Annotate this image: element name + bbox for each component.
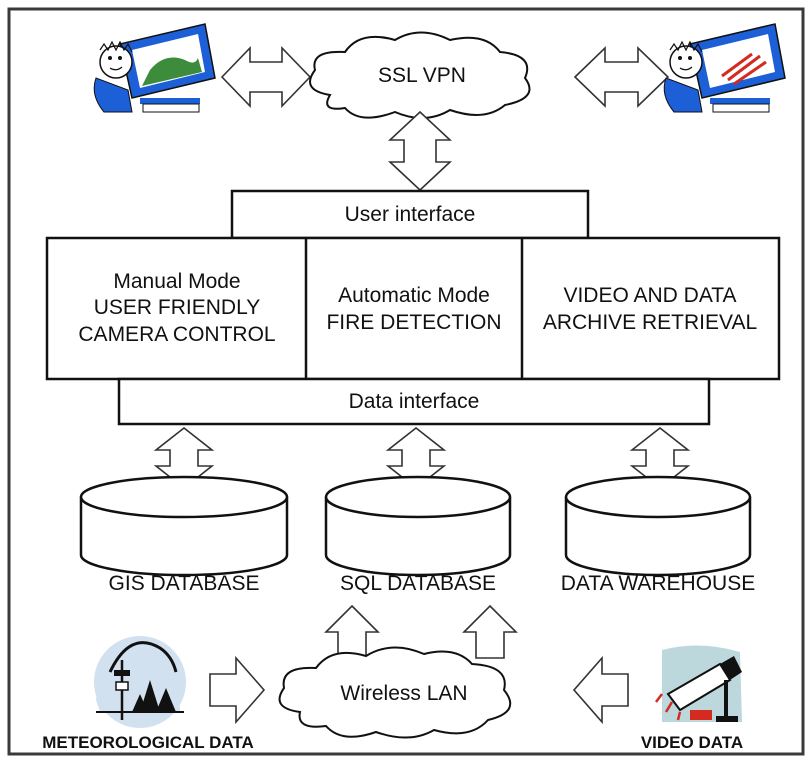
manual-mode-box: Manual Mode USER FRIENDLY CAMERA CONTROL (78, 270, 275, 346)
manual-mode-line-2: USER FRIENDLY (94, 296, 260, 319)
sql-database-cylinder (324, 475, 512, 577)
right-arrow-meteo-wireless (209, 655, 266, 725)
user-at-computer-icon (93, 23, 216, 113)
data-warehouse-cylinder (564, 475, 752, 577)
meteorological-data-label: METEOROLOGICAL DATA (42, 733, 254, 752)
user-at-computer-icon (663, 23, 786, 113)
sql-database-label: SQL DATABASE (340, 572, 496, 595)
archive-line-1: VIDEO AND DATA (563, 284, 736, 307)
ssl-vpn-label: SSL VPN (378, 64, 466, 87)
automatic-mode-box: Automatic Mode FIRE DETECTION (326, 284, 501, 334)
user-interface-box (230, 189, 590, 240)
archive-line-2: ARCHIVE RETRIEVAL (543, 311, 757, 334)
gis-database-cylinder (79, 475, 289, 577)
wireless-lan-label: Wireless LAN (340, 682, 467, 705)
up-arrow-wireless-sql-2 (462, 604, 518, 659)
video-data-label: VIDEO DATA (641, 733, 743, 752)
automatic-mode-line-1: Automatic Mode (338, 284, 490, 307)
remote-user-right (663, 23, 786, 113)
wireless-lan-cloud: Wireless LAN (278, 646, 512, 739)
surveillance-camera-icon (655, 645, 742, 722)
left-arrow-video-wireless (572, 655, 629, 725)
ssl-vpn-cloud: SSL VPN (309, 31, 531, 119)
manual-mode-line-3: CAMERA CONTROL (78, 323, 275, 346)
gis-database-label: GIS DATABASE (109, 572, 260, 595)
automatic-mode-line-2: FIRE DETECTION (326, 311, 501, 334)
data-warehouse-label: DATA WAREHOUSE (561, 572, 755, 595)
user-interface-label: User interface (345, 203, 476, 226)
data-interface-box (117, 377, 711, 426)
double-arrow-vpn-right (573, 46, 670, 108)
remote-user-left (93, 23, 216, 113)
weather-station-icon (94, 636, 186, 728)
data-interface-label: Data interface (349, 390, 480, 413)
archive-retrieval-box: VIDEO AND DATA ARCHIVE RETRIEVAL (543, 284, 757, 334)
manual-mode-line-1: Manual Mode (113, 270, 240, 293)
modes-container (45, 236, 781, 381)
